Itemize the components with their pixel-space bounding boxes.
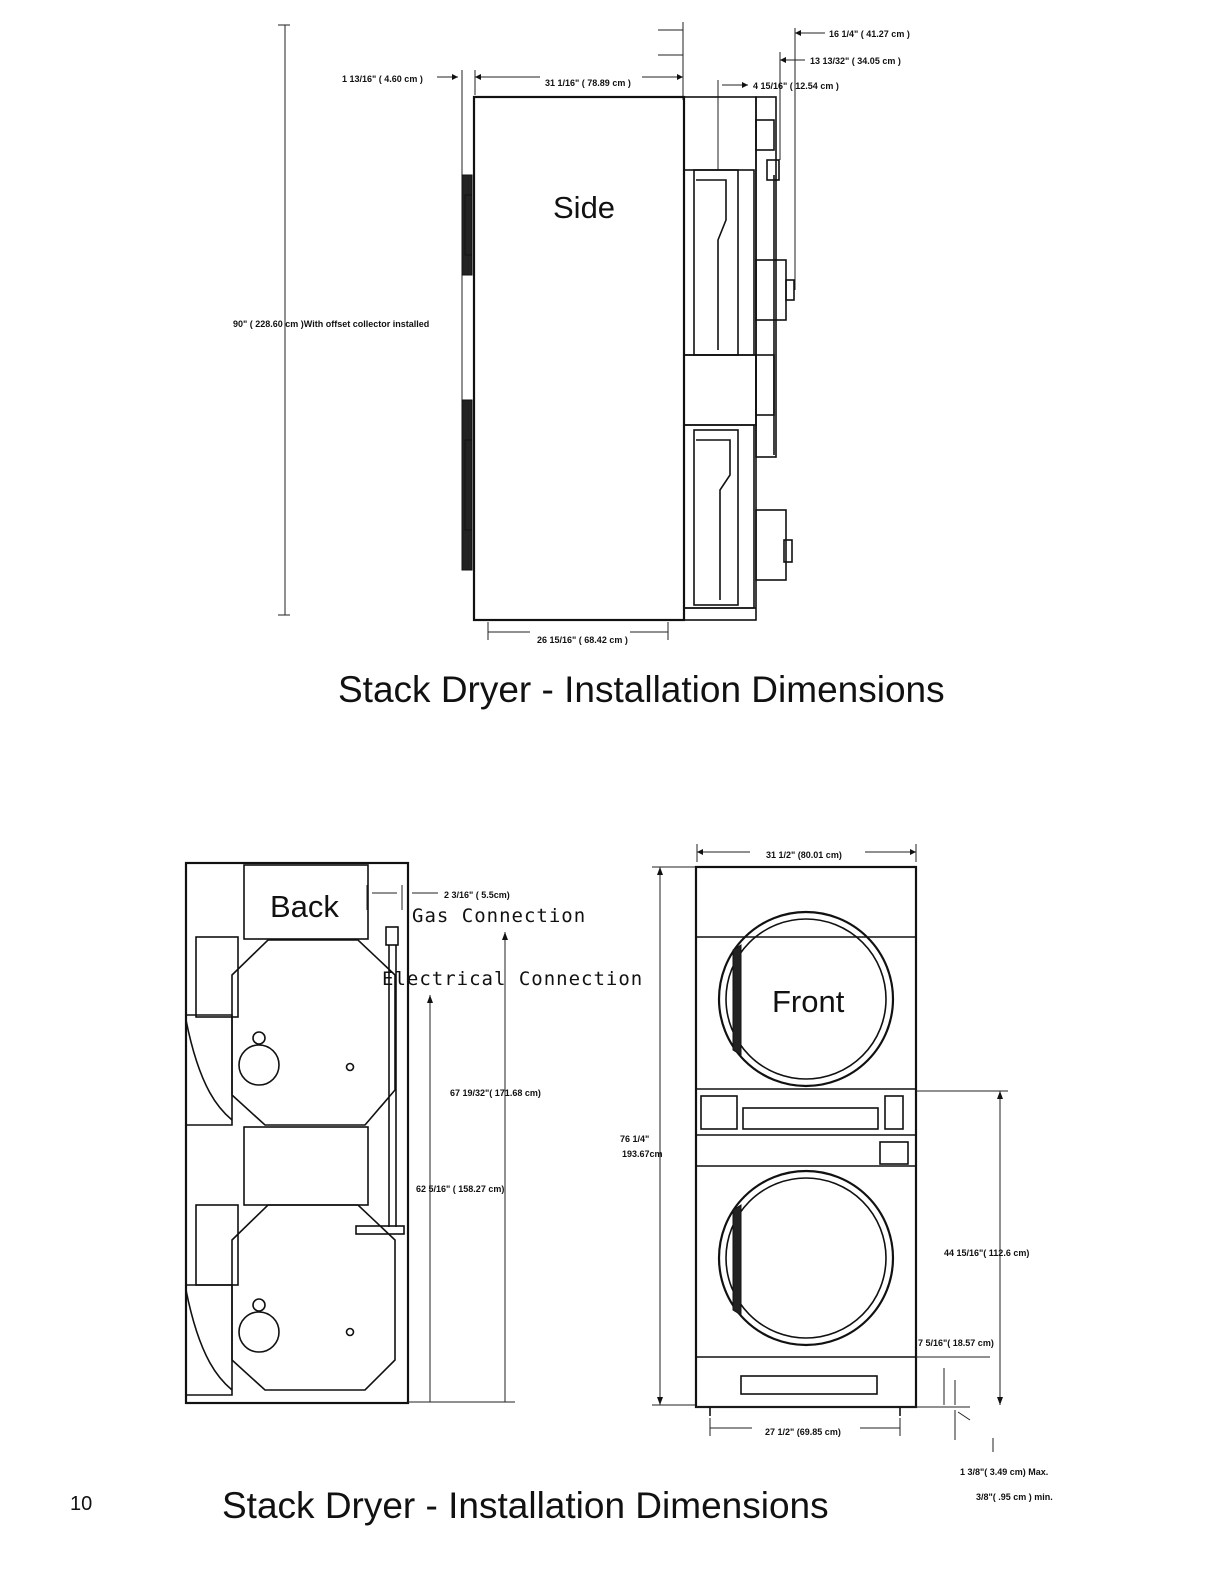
front-base-height-label: 7 5/16"( 18.57 cm) — [918, 1338, 994, 1348]
back-view-label: Back — [270, 889, 339, 924]
side-view-caption: Stack Dryer - Installation Dimensions — [338, 669, 945, 710]
front-width-top-label: 31 1/2" (80.01 cm) — [766, 850, 842, 860]
front-min-note: 3/8"( .95 cm ) min. — [976, 1492, 1053, 1502]
front-height-b-label: 193.67cm — [622, 1149, 663, 1159]
electrical-connection-label: Electrical Connection — [382, 968, 643, 990]
side-rear-16-label: 16 1/4" ( 41.27 cm ) — [829, 29, 910, 39]
side-left-offset-label: 1 13/16" ( 4.60 cm ) — [342, 74, 423, 84]
front-height-a-label: 76 1/4" — [620, 1134, 649, 1144]
back-cabinet — [184, 861, 410, 1405]
back-gas-height-label: 62 5/16" ( 158.27 cm) — [416, 1184, 504, 1194]
side-cabinet — [472, 95, 686, 622]
front-mid-height-label: 44 15/16"( 112.6 cm) — [944, 1248, 1029, 1258]
front-max-note: 1 3/8"( 3.49 cm) Max. — [960, 1467, 1048, 1477]
bottom-caption: Stack Dryer - Installation Dimensions — [222, 1485, 829, 1526]
front-view-drawing: 31 1/2" (80.01 cm) Front 76 1/4" 193.67c… — [620, 844, 1053, 1502]
side-depth-bottom-label: 26 15/16" ( 68.42 cm ) — [537, 635, 628, 645]
side-height-label: 90" ( 228.60 cm )With offset collector i… — [233, 319, 429, 329]
side-view-label: Side — [553, 190, 615, 225]
back-gas-offset-label: 2 3/16" ( 5.5cm) — [444, 890, 510, 900]
front-view-label: Front — [772, 984, 845, 1019]
side-rear-4-label: 4 15/16" ( 12.54 cm ) — [753, 81, 839, 91]
side-rear-13-label: 13 13/32" ( 34.05 cm ) — [810, 56, 901, 66]
page-number: 10 — [70, 1493, 92, 1515]
side-view-drawing: 90" ( 228.60 cm )With offset collector i… — [233, 22, 910, 645]
front-cabinet — [694, 865, 918, 1409]
gas-connection-label: Gas Connection — [412, 905, 586, 927]
back-elec-height-label: 67 19/32"( 171.68 cm) — [450, 1088, 541, 1098]
front-width-bottom-label: 27 1/2" (69.85 cm) — [765, 1427, 841, 1437]
back-view-drawing: Back 2 3/16" ( 5.5cm) Gas Connection Ele… — [184, 861, 643, 1405]
side-depth-top-label: 31 1/16" ( 78.89 cm ) — [545, 78, 631, 88]
